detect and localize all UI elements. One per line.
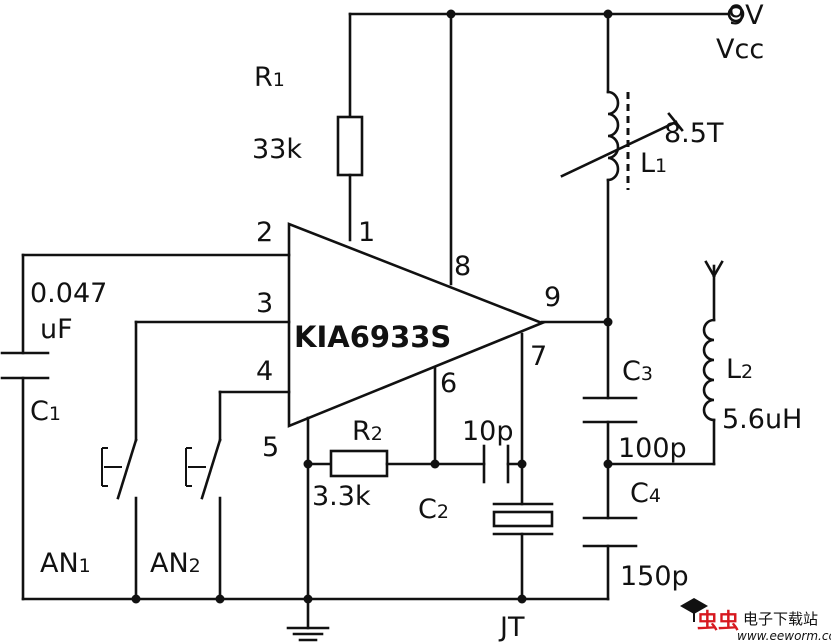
antenna-icon xyxy=(704,260,724,278)
an2-switch xyxy=(185,390,291,601)
c1-value-line1: 0.047 xyxy=(30,278,107,309)
pin4-label: 4 xyxy=(256,356,273,387)
r2-ref-label: R2 xyxy=(352,416,383,447)
pin2-label: 2 xyxy=(256,217,273,248)
l2-value-label: 5.6uH xyxy=(722,404,802,435)
ground-symbol xyxy=(286,416,330,642)
watermark-logo: 虫虫 电子下载站 www.eeworm.com xyxy=(680,598,831,643)
c4-ref-label: C4 xyxy=(630,478,661,509)
c2-ref-label: C2 xyxy=(418,494,449,525)
pin6-label: 6 xyxy=(440,368,457,399)
r2-resistor xyxy=(306,449,486,478)
pin7-label: 7 xyxy=(530,341,547,372)
c1-ref-label: C1 xyxy=(30,396,61,427)
l1-ref-label: L1 xyxy=(640,148,667,179)
crystal-jt xyxy=(492,332,554,601)
supply-voltage-label: 9V xyxy=(728,0,764,31)
ic-amplifier xyxy=(287,222,546,428)
c4-capacitor xyxy=(582,516,638,601)
c2-value-label: 10p xyxy=(462,416,514,447)
watermark-tagline: 电子下载站 xyxy=(743,610,818,628)
l1-value-label: 8.5T xyxy=(664,118,724,149)
c1-value-line2: uF xyxy=(40,314,73,345)
c2-capacitor xyxy=(482,444,527,484)
pin5-label: 5 xyxy=(262,432,279,463)
pin8-label: 8 xyxy=(454,251,471,282)
an2-label: AN2 xyxy=(150,548,201,579)
r1-resistor xyxy=(336,12,364,242)
r2-value-label: 3.3k xyxy=(312,481,371,512)
r1-ref-label: R1 xyxy=(254,62,285,93)
c1-capacitor xyxy=(0,253,291,601)
watermark-url: www.eeworm.com xyxy=(737,629,831,643)
crystal-label: JT xyxy=(498,612,525,643)
ic-name-label: KIA6933S xyxy=(294,320,451,354)
watermark-brand: 虫虫 xyxy=(697,609,739,633)
vcc-terminal xyxy=(727,5,745,23)
pin9-label: 9 xyxy=(544,282,561,313)
supply-name-label: Vcc xyxy=(716,34,764,65)
r1-value-label: 33k xyxy=(252,134,302,165)
c3-value-label: 100p xyxy=(618,433,687,464)
c3-ref-label: C3 xyxy=(622,356,653,387)
pin1-label: 1 xyxy=(358,217,375,248)
supply-rail xyxy=(348,5,745,23)
c4-value-label: 150p xyxy=(620,561,689,592)
an1-switch xyxy=(101,320,291,601)
l2-ref-label: L2 xyxy=(726,354,753,385)
l1-inductor xyxy=(560,12,684,324)
c3-capacitor xyxy=(582,320,638,520)
an1-label: AN1 xyxy=(40,548,91,579)
pin3-label: 3 xyxy=(256,288,273,319)
